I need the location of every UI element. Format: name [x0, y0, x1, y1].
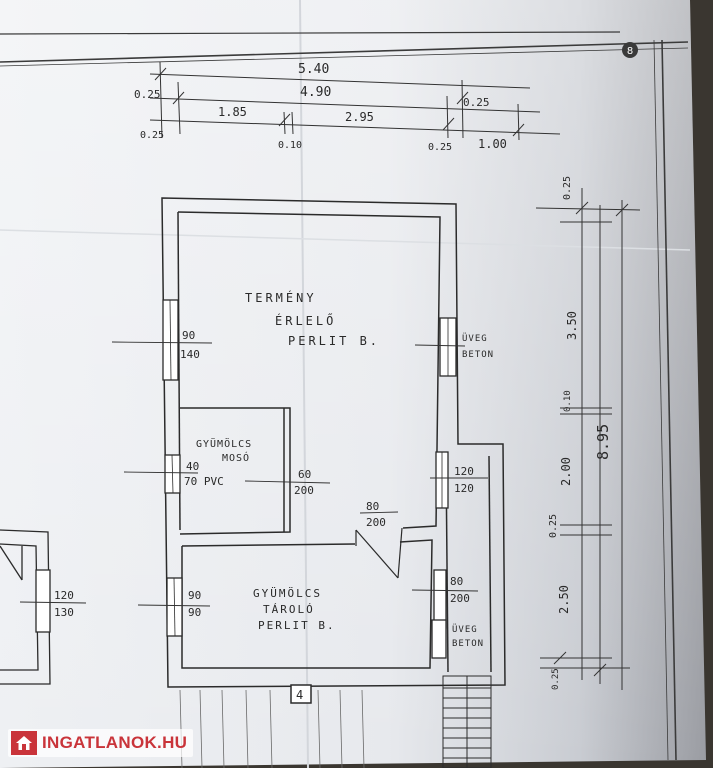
house-icon [11, 731, 37, 755]
dim-overall-width: 5.40 [298, 62, 329, 77]
w1-label-top: 90 [182, 329, 195, 342]
d2-label-bottom: 200 [366, 516, 386, 529]
adjacent-building [0, 529, 51, 685]
glass-note-upper-line1: ÜVEG [462, 333, 488, 344]
dim-middle: 2.00 [559, 457, 573, 486]
w2-label-top: 40 [186, 460, 199, 473]
room-3-line1: GYÜMÖLCS [253, 587, 322, 600]
d3-label-top: 80 [450, 575, 463, 588]
glass-note-upper-line2: BETON [462, 350, 494, 360]
stair-label: 4 [296, 688, 303, 702]
w5-label-top: 120 [54, 589, 74, 602]
dim-right-room: 2.95 [345, 110, 374, 124]
stair-marker [290, 684, 312, 704]
dim-lower-room: 2.50 [557, 585, 571, 614]
glass-note-lower-line1: ÜVEG [452, 624, 478, 635]
d1-label-bottom: 200 [294, 484, 314, 497]
dim-top-wall: 0.25 [562, 176, 573, 200]
room-3-line2: TÁROLÓ [263, 603, 315, 616]
dim-left-room: 1.85 [218, 105, 247, 119]
dim-upper-room: 3.50 [565, 311, 579, 340]
glass-note-lower-line2: BETON [452, 639, 484, 649]
dim-right-partition: 0.10 [563, 390, 573, 412]
dim-wall-bottom-right: 0.25 [428, 142, 452, 153]
w5-label-bottom: 130 [54, 606, 74, 619]
room-1-line3: PERLIT B. [288, 334, 380, 348]
dim-wall-bottom-left: 0.25 [140, 130, 164, 141]
dim-overall-depth: 8.95 [594, 424, 612, 460]
room-1-line2: ÉRLELŐ [275, 313, 336, 328]
dim-bottom-wall: 0.25 [551, 668, 561, 690]
dim-partition: 0.10 [278, 140, 302, 151]
sheet-number-badge [622, 42, 638, 58]
dim-wall-left: 0.25 [134, 88, 161, 101]
right-dimension-lines [535, 188, 641, 690]
dim-wall-right: 0.25 [463, 96, 490, 109]
w4-label-bottom: 90 [188, 606, 201, 619]
d3-label-bottom: 200 [450, 592, 470, 605]
watermark-text: INGATLANOK.HU [42, 733, 188, 752]
d2-label-top: 80 [366, 500, 379, 513]
door-swing [355, 527, 403, 579]
building-walls [161, 197, 506, 688]
dim-wall-mid: 0.25 [548, 514, 559, 538]
sheet-number: 8 [627, 46, 633, 57]
w3-label-bottom: 120 [454, 482, 474, 495]
room-1-line1: TERMÉNY [245, 290, 317, 305]
dim-annex-width: 1.00 [478, 137, 507, 151]
w3-label-top: 120 [454, 465, 474, 478]
sheet-border [0, 31, 689, 761]
room-2-line2: MOSÓ [222, 451, 250, 464]
window-glass-block [431, 619, 447, 659]
w2-label-bottom: 70 PVC [184, 475, 224, 488]
dim-inner-width: 4.90 [300, 85, 331, 100]
door-annex-right [433, 569, 447, 629]
stairs [442, 675, 492, 768]
d1-label-top: 60 [298, 468, 311, 481]
top-dimension-lines [149, 61, 561, 141]
w1-label-bottom: 140 [180, 348, 200, 361]
w4-label-top: 90 [188, 589, 201, 602]
room-2-line1: GYÜMÖLCS [196, 437, 252, 450]
watermark: INGATLANOK.HU [8, 729, 194, 757]
room-3-line3: PERLIT B. [258, 619, 336, 632]
